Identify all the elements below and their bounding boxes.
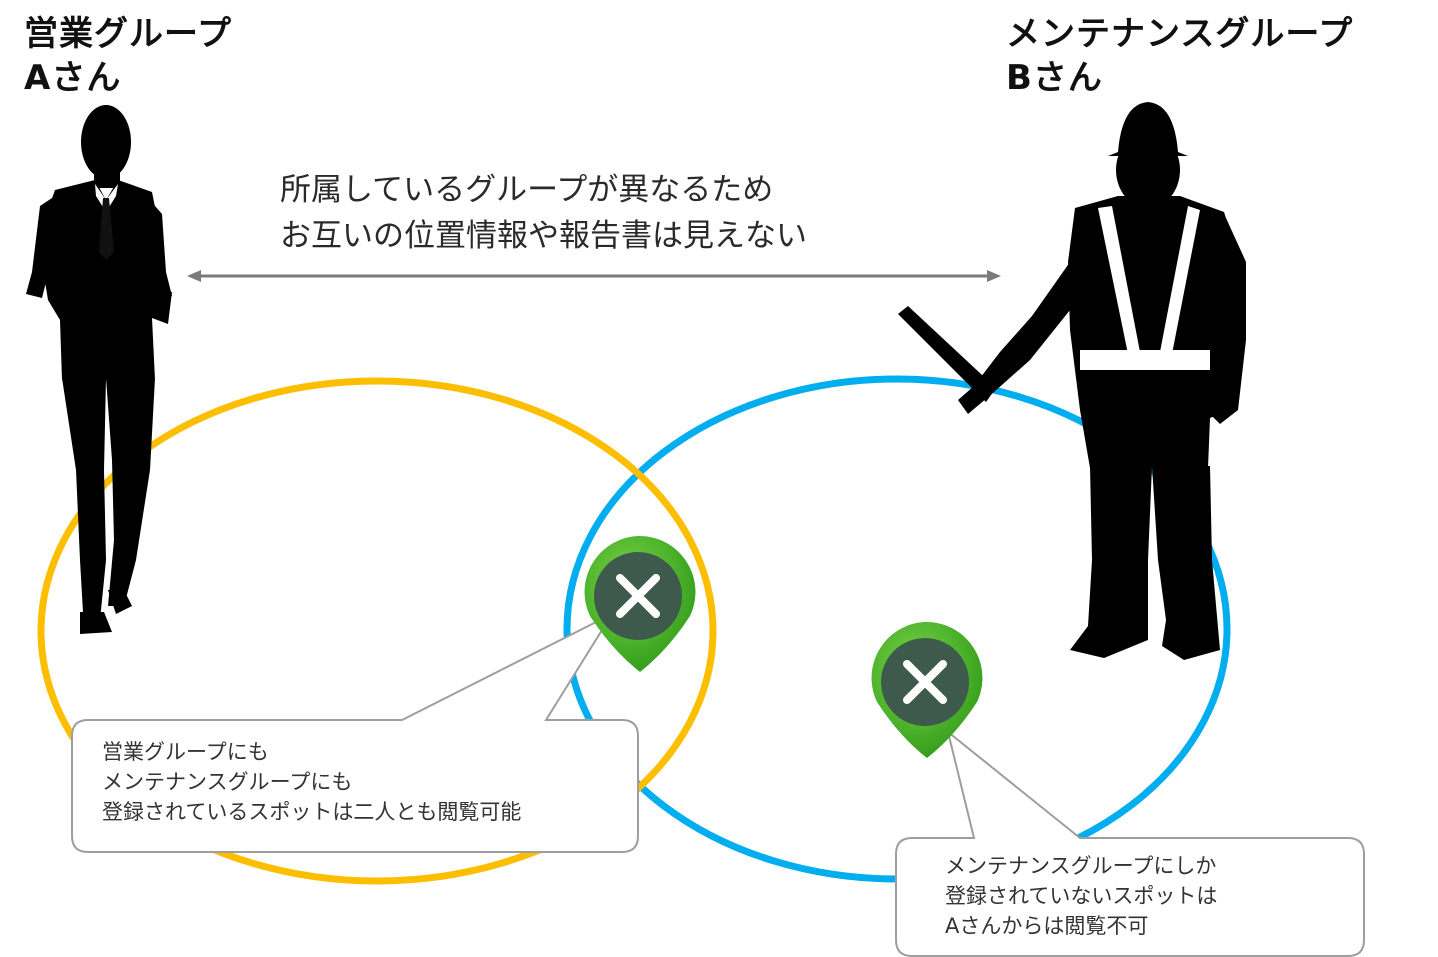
safety-vest-stripes bbox=[1080, 206, 1210, 370]
callout-shared-line-2: メンテナンスグループにも bbox=[102, 770, 353, 794]
center-message-line-2: お互いの位置情報や報告書は見えない bbox=[280, 218, 807, 254]
callout-maintenance-line-1: メンテナンスグループにしか bbox=[945, 854, 1217, 878]
callout-shared-line-3: 登録されているスポットは二人とも閲覧可能 bbox=[102, 800, 522, 824]
callout-maintenance-line-2: 登録されていないスポットは bbox=[945, 884, 1218, 908]
callout-maintenance-only-box bbox=[895, 729, 1365, 957]
center-message-line-1: 所属しているグループが異なるため bbox=[280, 172, 774, 208]
worker-with-hardhat-silhouette-icon bbox=[898, 102, 1246, 660]
sales-group-ring bbox=[37, 377, 717, 885]
shirt-and-tie bbox=[95, 184, 118, 260]
person-b-name-label: Bさん bbox=[1006, 58, 1103, 98]
callout-shared-box bbox=[71, 611, 639, 853]
map-pin-x-icon bbox=[584, 535, 696, 672]
person-a-group-label: 営業グループ bbox=[24, 14, 232, 54]
map-pin-x-icon bbox=[871, 621, 983, 758]
person-b-group-label: メンテナンスグループ bbox=[1006, 14, 1354, 54]
callout-maintenance-line-3: Aさんからは閲覧不可 bbox=[945, 914, 1149, 938]
person-a-name-label: Aさん bbox=[24, 58, 122, 98]
businessman-silhouette-icon bbox=[26, 105, 172, 634]
callout-shared-line-1: 営業グループにも bbox=[102, 740, 269, 764]
